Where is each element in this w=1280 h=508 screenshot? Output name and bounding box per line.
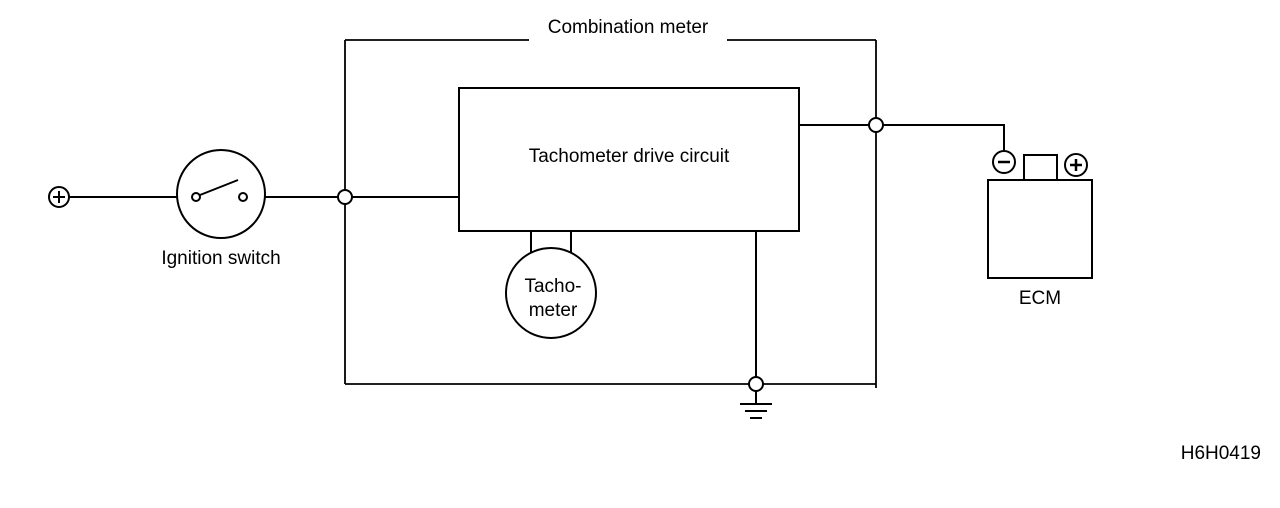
ecm-label: ECM [1019, 288, 1061, 309]
combination-meter-label: Combination meter [548, 17, 709, 38]
tachometer-label-line1: Tacho- [524, 276, 581, 297]
tachometer-gauge-icon [505, 247, 597, 339]
positive-source-icon [48, 186, 70, 208]
tachometer-label-line2: meter [529, 300, 578, 321]
ground-icon [740, 391, 772, 419]
ignition-switch-icon [176, 149, 266, 239]
ecm-component [987, 150, 1093, 279]
tachometer-drive-circuit-box [458, 87, 800, 232]
combination-meter-boundary [344, 39, 877, 388]
ignition-switch-label: Ignition switch [161, 248, 280, 269]
figure-code: H6H0419 [1181, 443, 1261, 464]
junction-node-input [337, 189, 353, 205]
tachometer-drive-circuit-label: Tachometer drive circuit [529, 146, 730, 167]
wire-junction-to-ecm [883, 124, 1005, 150]
junction-node-output [868, 117, 884, 133]
junction-node-ground [748, 376, 764, 392]
ecm-box [987, 179, 1093, 279]
